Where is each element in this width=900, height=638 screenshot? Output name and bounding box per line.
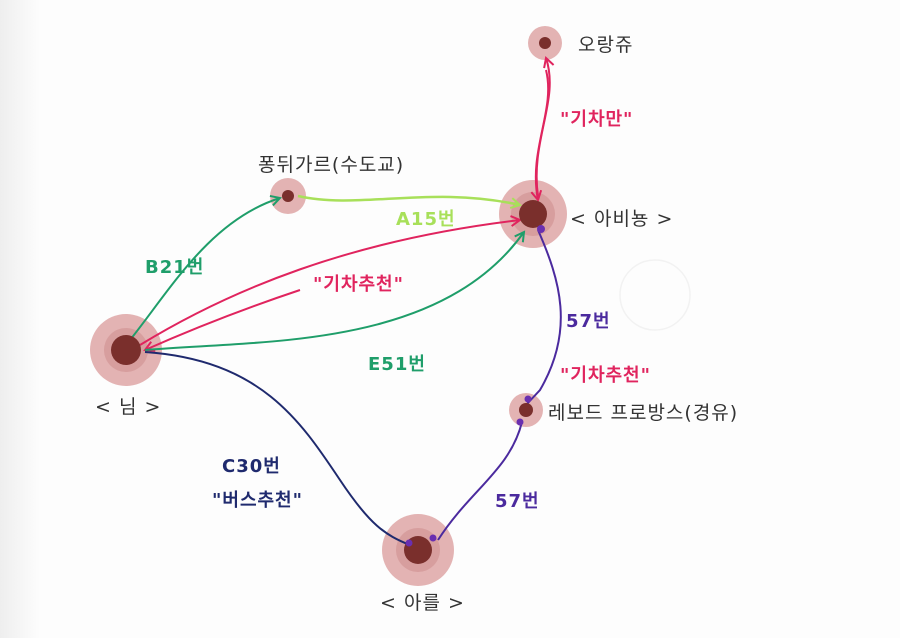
edge-nimes-arles-c30 — [144, 351, 411, 546]
route-label-a15: A15번 — [396, 209, 456, 230]
edge-avignon-les-baux-57 — [525, 229, 562, 406]
paper-edge-shadow — [0, 0, 40, 638]
edge-nimes-avignon-e51 — [144, 232, 524, 351]
route-label-train-recommended-nimes: "기차추천" — [313, 274, 404, 295]
edge-pont-du-gard-avignon-a15 — [297, 194, 520, 205]
edge-avignon-nimes-train-back — [145, 289, 301, 350]
route-label-e51: E51번 — [368, 354, 426, 375]
edge-les-baux-arles-57 — [437, 421, 523, 541]
route-label-train-only: "기차만" — [560, 109, 634, 130]
node-label-arles: < 아를 > — [380, 592, 465, 614]
route-label-b21: B21번 — [145, 257, 205, 278]
node-label-pont-du-gard: 퐁뒤가르(수도교) — [258, 154, 405, 176]
node-label-nimes: < 님 > — [95, 396, 162, 418]
edge-orange-avignon-train — [536, 69, 550, 200]
node-label-orange: 오랑쥬 — [578, 34, 634, 56]
route-label-c30: C30번 — [222, 456, 281, 477]
edge-nimes-avignon-train — [139, 220, 520, 346]
node-cores — [111, 37, 551, 564]
route-label-57-lower: 57번 — [495, 491, 540, 512]
faint-circle-mark — [619, 259, 691, 331]
route-label-bus-recommended: "버스추천" — [212, 490, 303, 511]
edge-nimes-pont-du-gard-b21 — [129, 198, 280, 341]
route-label-57-upper: 57번 — [566, 311, 611, 332]
node-label-les-baux: 레보드 프로방스(경유) — [548, 402, 739, 424]
route-label-train-recommended-les-baux: "기차추천" — [560, 365, 651, 386]
node-label-avignon: < 아비뇽 > — [570, 208, 674, 230]
